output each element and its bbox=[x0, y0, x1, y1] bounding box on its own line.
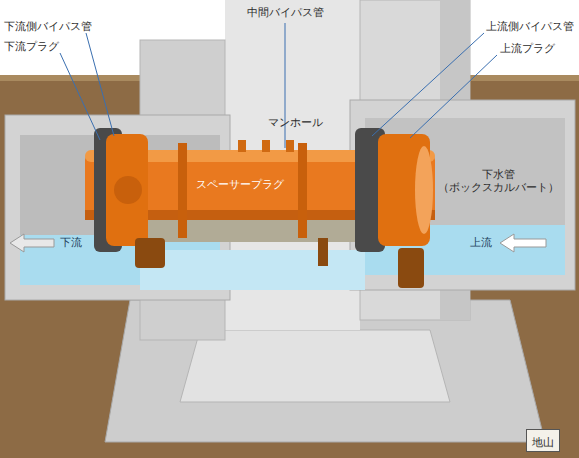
flow-label: 下流 bbox=[60, 236, 82, 249]
pipe-foot bbox=[318, 238, 328, 266]
nozzle bbox=[238, 140, 246, 152]
downstream-plug bbox=[106, 134, 148, 246]
right-culvert-inside bbox=[365, 118, 565, 275]
part-label: 上流プラグ bbox=[500, 42, 555, 55]
flange bbox=[178, 143, 187, 238]
water-channel bbox=[140, 250, 365, 290]
nozzle bbox=[286, 140, 294, 152]
downstream-arrow bbox=[10, 234, 54, 252]
legend-box: 地山 bbox=[526, 429, 560, 452]
flow-label: 上流 bbox=[470, 236, 492, 249]
part-label: 下流側バイパス管 bbox=[4, 20, 92, 33]
part-label: 下水管 （ボックスカルバート） bbox=[432, 168, 564, 194]
right-culvert bbox=[350, 100, 575, 290]
plug-opening bbox=[415, 146, 433, 234]
plug-valve bbox=[114, 176, 142, 204]
pipe-foot bbox=[398, 248, 424, 288]
part-label: 上流側バイパス管 bbox=[486, 20, 574, 33]
upstream-arrow bbox=[500, 234, 546, 252]
part-label: 中間バイパス管 bbox=[247, 6, 324, 19]
part-label: スペーサープラグ bbox=[196, 178, 284, 191]
leader-line bbox=[60, 53, 100, 140]
pipe-foot bbox=[135, 238, 165, 268]
leader-line bbox=[410, 55, 497, 138]
leader-line bbox=[285, 23, 286, 148]
nozzle bbox=[262, 140, 270, 152]
part-label: 下流プラグ bbox=[4, 40, 59, 53]
flange bbox=[298, 143, 307, 238]
leader-line bbox=[86, 33, 114, 136]
part-label: マンホール bbox=[268, 116, 323, 129]
base-pit bbox=[180, 330, 450, 402]
ground-label: 地山 bbox=[532, 436, 554, 448]
